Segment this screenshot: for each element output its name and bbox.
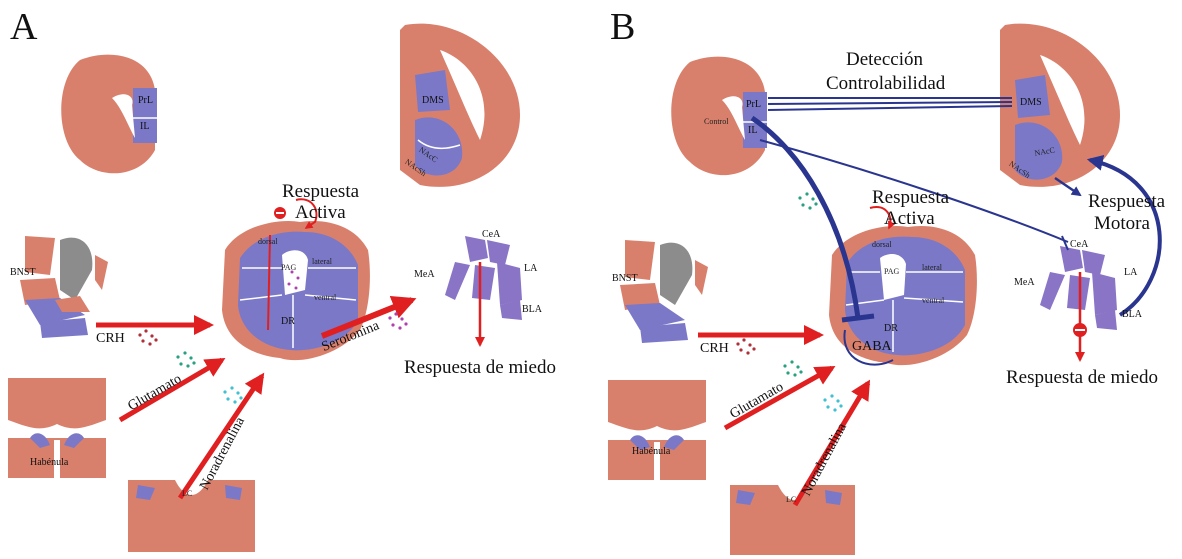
prl-label-a: PrL [138,96,153,106]
serotonin-dots-a [388,312,407,329]
active-response-label-a-line1: Respuesta [282,182,359,201]
controllability-label: Controlabilidad [826,74,945,93]
pag-lateral-label-b: lateral [922,264,942,272]
lc-label-b: LC [786,496,796,504]
mea-label-a: MeA [414,270,435,280]
glutamate-dots-b2 [798,192,817,209]
cea-label-b: CeA [1070,240,1088,250]
habenula-label-a: Habénula [30,458,68,468]
bla-label-a: BLA [522,305,542,315]
pag-lateral-label-a: lateral [312,258,332,266]
il-label-a: IL [140,122,149,132]
pfc-section-a [61,55,157,174]
bnst-section-a [20,236,108,338]
prl-label-b: PrL [746,100,761,110]
habenula-label-b: Habénula [632,447,670,457]
crh-dots-b [736,338,755,354]
pag-dorsal-label-a: dorsal [258,238,278,246]
cea-label-a: CeA [482,230,500,240]
noradrenaline-dots-b [823,394,842,411]
bnst-label-b: BNST [612,274,638,284]
habenula-section-b [608,380,706,480]
motor-response-label-line1: Respuesta [1088,192,1165,211]
dr-label-b: DR [884,324,898,334]
striatum-section-a [400,24,520,187]
la-label-b: LA [1124,268,1137,278]
crh-dots-a [138,329,157,345]
active-response-label-a-line2: Activa [295,203,346,222]
motor-response-label-line2: Motora [1094,214,1150,233]
bnst-section-b [620,240,708,343]
pag-label-b: PAG [884,268,899,276]
glutamate-arrow-b [725,368,832,428]
panel-a-letter: A [10,8,37,46]
gaba-label: GABA [852,340,892,354]
control-label-b: Control [704,118,728,126]
il-label-b: IL [748,126,757,136]
crh-label-a: CRH [96,332,125,346]
active-response-label-b-line2: Activa [884,209,935,228]
glutamate-dots-a [176,351,195,367]
crh-label-b: CRH [700,342,729,356]
dms-label-a: DMS [422,96,444,106]
panel-a [8,24,522,552]
dms-label-b: DMS [1020,98,1042,108]
pag-ventral-label-b: ventral [922,297,944,305]
amygdala-section-a [445,236,522,320]
fear-response-label-b: Respuesta de miedo [1006,368,1158,387]
noradrenaline-arrow-a [180,376,262,498]
glutamate-dots-b [783,360,802,376]
lc-label-a: LC [182,490,192,498]
amygdala-section-b [1040,246,1117,330]
fear-response-label-a: Respuesta de miedo [404,358,556,377]
mea-label-b: MeA [1014,278,1035,288]
pag-dorsal-label-b: dorsal [872,241,892,249]
pag-label-a: PAG [281,264,296,272]
noradrenaline-dots-a [223,386,242,403]
la-label-a: LA [524,264,537,274]
pfc-striatum-projection [768,98,1012,110]
panel-b-letter: B [610,8,635,46]
active-response-label-b-line1: Respuesta [872,188,949,207]
panel-b [608,24,1160,555]
detection-label: Detección [846,50,923,69]
pag-ventral-label-a: ventral [314,294,336,302]
dr-label-a: DR [281,317,295,327]
bnst-label-a: BNST [10,268,36,278]
pfc-section-b [671,57,767,176]
bla-label-b: BLA [1122,310,1142,320]
